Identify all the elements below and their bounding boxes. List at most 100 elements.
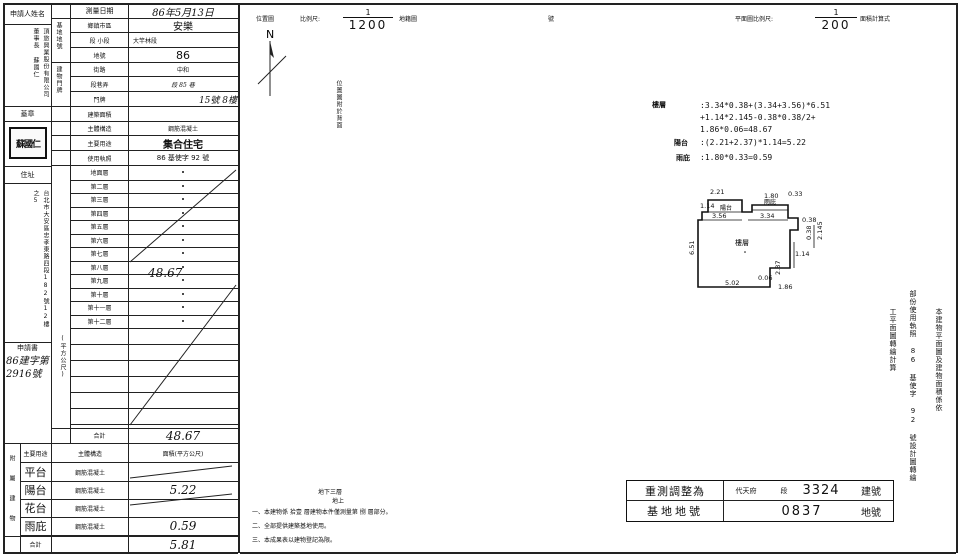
underground-label: 地下三層 <box>318 489 343 496</box>
address-value: 台北市大安區忠孝東路四段182號12樓之5 <box>32 190 49 328</box>
plan-dimension: 1.14 <box>795 250 809 258</box>
applicant-label: 申請人姓名 <box>10 10 45 18</box>
survey-date: 86年5月13日 <box>152 7 214 19</box>
floor-label: 第三層 <box>90 197 109 205</box>
base-no: 0837 <box>781 503 823 519</box>
plan-dimension: 2.145 <box>816 221 824 240</box>
floor-label: 第五層 <box>90 224 109 232</box>
base-label: 基地地號 <box>647 505 703 518</box>
area-calc-title: 面積計算式 <box>860 16 891 23</box>
structure-value: 鋼筋混凝土 <box>167 126 198 133</box>
attach-header-use: 主要用途 <box>23 450 48 458</box>
svg-text:N: N <box>266 28 274 41</box>
floor-dot <box>182 306 184 308</box>
floor-label: 第十一層 <box>87 305 112 313</box>
registry-box: 重測調整為 代天府 段 3324 建號 基地地號 0837 地號 <box>626 480 894 522</box>
floor-label: 第九層 <box>90 278 109 286</box>
floor-dot <box>182 292 184 295</box>
attach-use: 平台 <box>24 466 47 479</box>
floor-label: 第四層 <box>90 210 109 218</box>
base-lot-label: 地號 <box>861 507 881 519</box>
license-value: 86 基使字 92 號 <box>156 154 210 162</box>
attach-header-area: 面積(平方公尺) <box>162 450 204 458</box>
attach-area: 0.59 <box>169 519 197 533</box>
section-value: 大竿林段 <box>133 37 158 45</box>
lot-label: 地號 <box>93 52 106 60</box>
build-label: 建築面積 <box>87 111 112 119</box>
land-map-title: 地籍圖 <box>399 16 418 23</box>
attach-area: 5.22 <box>169 483 197 497</box>
location-scale: 1 1200 <box>343 8 393 32</box>
balcony-calc-label: 陽台 <box>674 139 688 147</box>
floor-calc-label: 樓層 <box>652 101 666 109</box>
floor-dot <box>182 238 184 241</box>
floor-calc-formula: :3.34*0.38+(3.34+3.56)*6.51 +1.14*2.145-… <box>700 101 831 134</box>
floor-dot <box>182 184 184 187</box>
floor-dot <box>182 211 184 214</box>
attach-label: 附屬建物 <box>8 455 15 535</box>
attach-use: 雨庇 <box>24 520 47 533</box>
use-label: 主要用途 <box>87 140 112 148</box>
lane-label: 段巷弄 <box>90 81 109 89</box>
attach-struct: 鋼筋混凝土 <box>74 469 105 477</box>
total-value: 48.67 <box>165 429 201 442</box>
note-2: 二、全部提供建築基地使用。 <box>252 523 331 530</box>
plan-dimension: 0.33 <box>788 190 802 198</box>
attach-use: 陽台 <box>24 484 47 497</box>
hao-label: 號 <box>548 16 555 23</box>
seal-label: 蓋章 <box>20 110 35 118</box>
land-location-label: 基地地號 <box>55 22 62 50</box>
plan-dimension: 0.06 <box>758 274 772 282</box>
canopy-calc-formula: :1.80*0.33=0.59 <box>700 153 773 162</box>
plan-dimension: 0.38 <box>805 226 813 240</box>
plan-scale: 1 200 <box>815 8 857 32</box>
floor-dot <box>182 252 184 254</box>
floor-label: 第八層 <box>90 264 109 272</box>
attach-struct: 鋼筋混凝土 <box>74 505 105 513</box>
canopy-calc-label: 雨庇 <box>676 154 690 162</box>
plan-canopy-label: 雨庇 <box>764 198 776 206</box>
north-arrow-icon: N <box>257 28 287 96</box>
registry-district: 代天府 <box>735 486 757 495</box>
township-label: 鄉鎮市區 <box>87 23 112 30</box>
floor-dot <box>182 279 184 281</box>
resurvey-label: 重測調整為 <box>645 484 705 498</box>
floor-label: 第十層 <box>90 291 109 299</box>
building-survey-form: 申請人姓名 頂旅興業股份有限公司 董事長 蘇國仁 蓋章 蘇國仁 住址 台北市大安… <box>0 0 240 558</box>
above-label: 地上 <box>332 498 345 505</box>
number-label: 門牌 <box>93 96 106 104</box>
location-note: 位置圖附於背面 <box>335 80 342 129</box>
floor-dot <box>182 171 184 173</box>
use-value: 集合住宅 <box>163 139 203 151</box>
survey-date-label: 測量日期 <box>85 7 114 15</box>
right-note-1: 本建物平面圖及建物面積係依 <box>935 308 943 412</box>
plan-dimension: 2.21 <box>710 188 724 196</box>
registry-building-no: 3324 <box>802 483 840 498</box>
structure-label: 主體構造 <box>87 126 112 133</box>
street-value: 中和 <box>176 67 189 74</box>
attach-total-label: 合計 <box>29 542 42 549</box>
application-no: 86建字第2916號 <box>6 356 49 380</box>
attach-header-struct: 主體構造 <box>77 450 102 458</box>
address-label: 住址 <box>20 171 35 179</box>
note-1: 一、本建物係 拾壹 層建物本件僅測量第 捌 層部分。 <box>252 509 392 516</box>
attach-struct: 鋼筋混凝土 <box>74 487 105 495</box>
unit-label: (平方公尺) <box>59 335 66 379</box>
number-value: 15號 8樓 <box>198 95 237 106</box>
lot-value: 86 <box>176 48 190 62</box>
plan-dimension: 5.02 <box>725 279 739 287</box>
floor-dot <box>182 198 184 200</box>
plan-balcony-label: 陽台 <box>720 204 732 212</box>
location-scale-label: 比例尺: <box>300 16 321 23</box>
balcony-calc-formula: :(2.21+2.37)*1.14=5.22 <box>700 138 806 147</box>
plan-dimension: 1.14 <box>700 202 714 210</box>
attach-total: 5.81 <box>169 537 197 552</box>
plan-floor-label: 樓層 <box>735 238 749 247</box>
applicant-name: 頂旅興業股份有限公司 董事長 蘇國仁 <box>32 28 49 98</box>
strike-lines <box>129 169 237 506</box>
township-value: 安樂 <box>173 22 193 32</box>
location-map-title: 位置圖 <box>256 16 275 23</box>
floor-dot <box>182 319 184 322</box>
lane-value: 段 85 巷 <box>171 81 195 89</box>
